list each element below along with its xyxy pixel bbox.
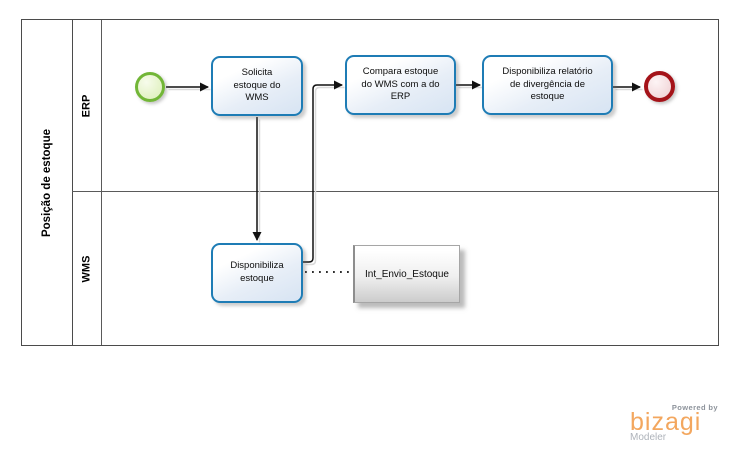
artifact-label: Int_Envio_Estoque bbox=[365, 268, 449, 280]
task-disponibiliza-estoque[interactable]: Disponibiliza estoque bbox=[211, 243, 303, 303]
end-event-icon[interactable] bbox=[644, 71, 675, 102]
modeler-text: Modeler bbox=[630, 432, 667, 443]
lane-erp[interactable]: ERP bbox=[72, 20, 102, 191]
task-compara-label: Compara estoque do WMS com a do ERP bbox=[361, 66, 440, 103]
task-disponibiliza-label: Disponibiliza estoque bbox=[230, 260, 284, 284]
pool-title-band[interactable]: Posição de estoque bbox=[22, 20, 73, 345]
task-solicita-label: Solicita estoque do WMS bbox=[233, 67, 281, 104]
task-compara-estoque[interactable]: Compara estoque do WMS com a do ERP bbox=[345, 55, 456, 115]
artifact-int-envio-estoque[interactable]: Int_Envio_Estoque bbox=[353, 245, 460, 303]
lane-divider bbox=[102, 191, 718, 192]
bizagi-logo: Powered by bizagi Modeler bbox=[630, 403, 720, 443]
task-disponibiliza-relatorio[interactable]: Disponibiliza relatório de divergência d… bbox=[482, 55, 613, 115]
pool-posicao-de-estoque[interactable]: Posição de estoque ERP WMS bbox=[21, 19, 719, 346]
lane-erp-label: ERP bbox=[80, 94, 93, 117]
lane-wms-label: WMS bbox=[80, 255, 93, 282]
bizagi-brand-text: bizagi bbox=[630, 408, 702, 436]
task-solicita-estoque[interactable]: Solicita estoque do WMS bbox=[211, 56, 303, 116]
start-event-icon[interactable] bbox=[135, 72, 165, 102]
lane-wms[interactable]: WMS bbox=[72, 191, 102, 345]
powered-by-text: Powered by bbox=[671, 403, 718, 412]
task-relatorio-label: Disponibiliza relatório de divergência d… bbox=[502, 66, 593, 103]
pool-title: Posição de estoque bbox=[41, 128, 54, 237]
